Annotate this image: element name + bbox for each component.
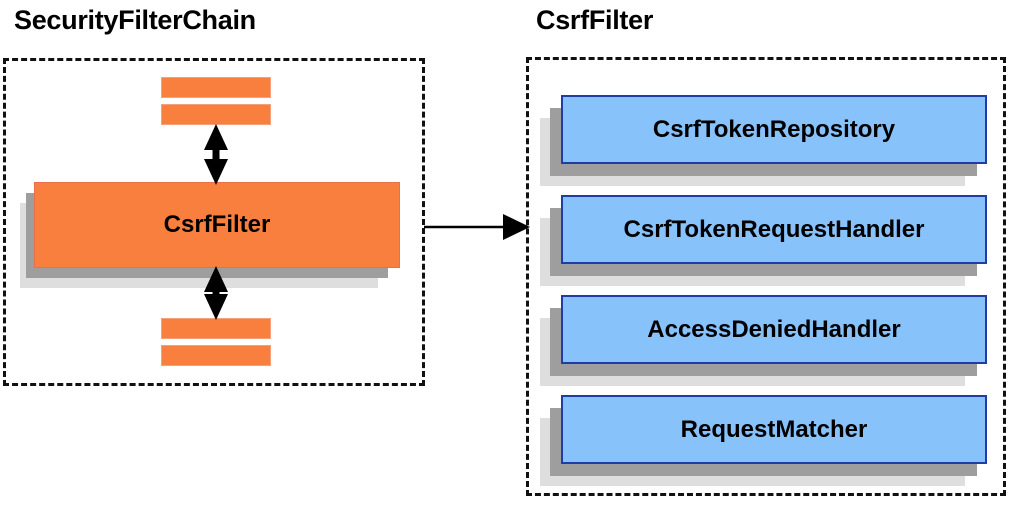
component-accessdeniedhandler[interactable]: AccessDeniedHandler (540, 295, 987, 386)
component-csrffilter-highlight[interactable]: CsrfFilter (20, 182, 400, 288)
component-face: RequestMatcher (561, 395, 987, 464)
component-requestmatcher[interactable]: RequestMatcher (540, 395, 987, 486)
component-face: CsrfTokenRepository (561, 95, 987, 164)
component-label: CsrfFilter (163, 211, 271, 238)
component-label: CsrfTokenRepository (652, 115, 896, 143)
component-face: CsrfFilter (34, 182, 400, 268)
filter-bar-bottom-1 (161, 318, 271, 339)
group-box-csrf-filter (526, 57, 1006, 496)
group-box-security-filter-chain (3, 58, 425, 386)
filter-bar-bottom-2 (161, 345, 271, 366)
filter-bar-top-1 (161, 77, 271, 98)
component-label: CsrfTokenRequestHandler (623, 215, 925, 243)
component-face: AccessDeniedHandler (561, 295, 987, 364)
component-label: RequestMatcher (680, 415, 868, 443)
component-label: AccessDeniedHandler (647, 315, 901, 343)
filter-bar-top-2 (161, 104, 271, 125)
arrow-expand-csrffilter (424, 214, 530, 240)
panel-title-csrf-filter: CsrfFilter (536, 5, 654, 35)
component-face: CsrfTokenRequestHandler (561, 195, 987, 264)
component-csrftokenrequesthandler[interactable]: CsrfTokenRequestHandler (540, 195, 987, 286)
panel-title-security-filter-chain: SecurityFilterChain (14, 5, 256, 35)
component-csrftokenrepository[interactable]: CsrfTokenRepository (540, 95, 987, 186)
